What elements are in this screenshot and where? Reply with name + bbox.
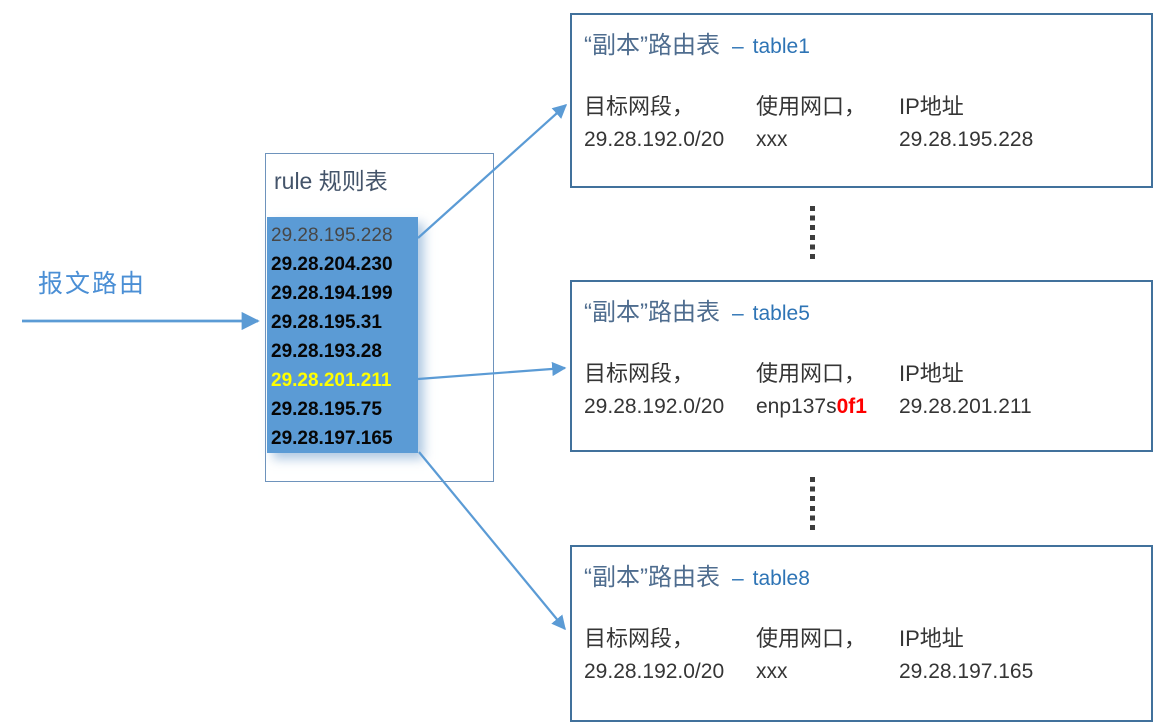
header-interface: 使用网口， (756, 361, 867, 386)
iface-cell: xxx (756, 123, 899, 156)
rule-ip-item: 29.28.197.165 (271, 428, 393, 449)
title-dash: – (731, 302, 744, 325)
route-table-title-cn: “副本”路由表 (584, 299, 720, 326)
header-interface: 使用网口， (756, 94, 867, 119)
route-table-title: “副本”路由表–table1 (584, 25, 1139, 60)
route-table-id: table1 (752, 35, 810, 58)
route-table-title-cn: “副本”路由表 (584, 32, 720, 59)
iface-text: xxx (756, 128, 788, 151)
route-row: 29.28.192.0/20 xxx 29.28.195.228 (584, 123, 1139, 156)
column-header-row: 目标网段， 使用网口， IP地址 (584, 357, 1139, 390)
rule-ip-item: 29.28.194.199 (271, 283, 393, 304)
header-ip-addr: IP地址 (899, 94, 964, 119)
route-table-card-table8: “副本”路由表–table8 目标网段， 使用网口， IP地址 29.28.19… (570, 545, 1153, 722)
rule-table-title: rule 规则表 (274, 168, 388, 194)
column-header-row: 目标网段， 使用网口， IP地址 (584, 90, 1139, 123)
route-table-id: table5 (752, 302, 810, 325)
iface-cell: xxx (756, 655, 899, 688)
iface-text: xxx (756, 660, 788, 683)
title-dash: – (731, 35, 744, 58)
route-table-card-table1: “副本”路由表–table1 目标网段， 使用网口， IP地址 29.28.19… (570, 13, 1153, 188)
route-table-id: table8 (752, 567, 810, 590)
packet-route-label: 报文路由 (38, 270, 147, 298)
rule-ip-item: 29.28.204.230 (271, 254, 393, 275)
rule-ip-item: 29.28.193.28 (271, 341, 382, 362)
route-table-card-table5: “副本”路由表–table5 目标网段， 使用网口， IP地址 29.28.19… (570, 280, 1153, 452)
rule-ip-item: 29.28.195.31 (271, 312, 382, 333)
rule-ip-list: 29.28.195.228 29.28.204.230 29.28.194.19… (267, 217, 418, 453)
route-table-title: “副本”路由表–table5 (584, 292, 1139, 327)
header-ip-addr: IP地址 (899, 626, 964, 651)
route-table-title: “副本”路由表–table8 (584, 557, 1139, 592)
route-row: 29.28.192.0/20 enp137s0f1 29.28.201.211 (584, 390, 1139, 423)
ellipsis-separator (810, 206, 815, 259)
header-dest-net: 目标网段， (584, 94, 695, 119)
iface-cell: enp137s0f1 (756, 390, 899, 423)
ip-cell: 29.28.197.165 (899, 660, 1034, 683)
iface-red-segment: 0f1 (836, 395, 867, 418)
dest-cell: 29.28.192.0/20 (584, 660, 725, 683)
header-dest-net: 目标网段， (584, 626, 695, 651)
iface-text: enp137s (756, 395, 837, 418)
column-header-row: 目标网段， 使用网口， IP地址 (584, 622, 1139, 655)
route-row: 29.28.192.0/20 xxx 29.28.197.165 (584, 655, 1139, 688)
dest-cell: 29.28.192.0/20 (584, 395, 725, 418)
rule-ip-item: 29.28.195.228 (271, 225, 393, 246)
rule-ip-item-highlighted: 29.28.201.211 (271, 370, 392, 391)
rule-ip-item: 29.28.195.75 (271, 399, 382, 420)
ip-cell: 29.28.195.228 (899, 128, 1034, 151)
route-table-title-cn: “副本”路由表 (584, 564, 720, 591)
title-dash: – (731, 567, 744, 590)
header-dest-net: 目标网段， (584, 361, 695, 386)
ellipsis-separator (810, 477, 815, 530)
header-ip-addr: IP地址 (899, 361, 964, 386)
ip-cell: 29.28.201.211 (899, 395, 1032, 418)
header-interface: 使用网口， (756, 626, 867, 651)
dest-cell: 29.28.192.0/20 (584, 128, 725, 151)
